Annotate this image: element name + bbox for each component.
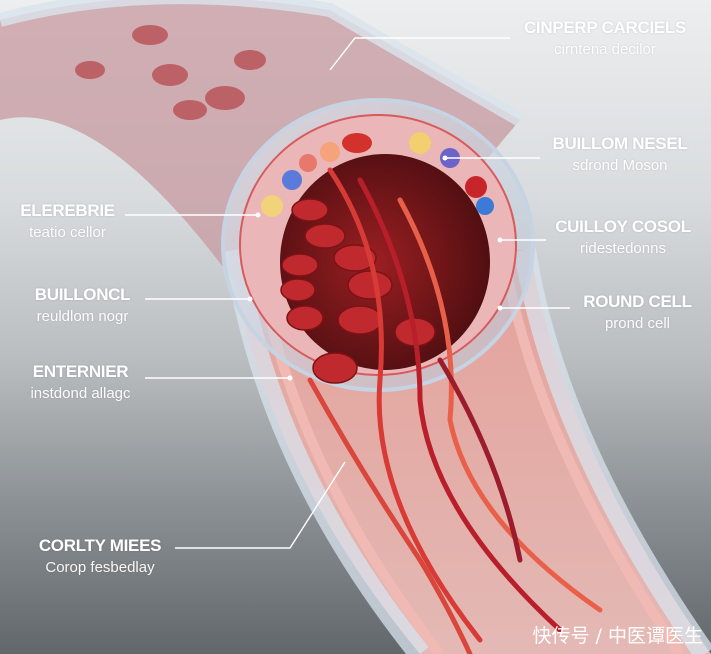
label-title: BUILLOM NESEL (552, 134, 688, 153)
leader-lines (125, 37, 570, 549)
label-left-4: CORLTY MIEES Corop fesbedlay (25, 536, 175, 576)
label-title: CINPERP CARCIELS (523, 18, 687, 37)
wall-cells (261, 132, 494, 217)
label-subtitle: Corop fesbedlay (45, 559, 155, 576)
label-title: ENTERNIER (32, 362, 129, 381)
label-subtitle: prond cell (604, 315, 671, 332)
vessel-fibers (307, 167, 603, 654)
label-right-2: CUILLOY COSOL ridestedonns (548, 217, 698, 257)
label-left-3: ENTERNIER instdond allagc (18, 362, 143, 402)
blood-cells (280, 198, 436, 384)
label-title: CUILLOY COSOL (555, 217, 691, 236)
label-subtitle: cirntena decilor (554, 41, 656, 58)
watermark: 快传号 / 中医谭医生 (532, 625, 703, 647)
label-title: ROUND CELL (583, 292, 692, 311)
label-right-3: ROUND CELL prond cell (575, 292, 700, 332)
label-top-right: CINPERP CARCIELS cirntena decilor (515, 18, 695, 58)
label-title: BUILLONCL (34, 285, 131, 304)
label-title: ELEREBRIE (20, 201, 115, 220)
label-subtitle: reuldlom nogr (36, 308, 129, 325)
label-subtitle: ridestedonns (580, 240, 666, 257)
label-subtitle: instdond allagc (30, 385, 131, 402)
label-title: CORLTY MIEES (38, 536, 162, 555)
label-left-2: BUILLONCL reuldlom nogr (20, 285, 145, 325)
lumen (280, 154, 490, 370)
label-right-1: BUILLOM NESEL sdrond Moson (545, 134, 695, 174)
label-left-1: ELEREBRIE teatio cellor (10, 201, 125, 241)
upper-blood-cells (75, 25, 266, 120)
label-subtitle: sdrond Moson (572, 157, 668, 174)
label-subtitle: teatio cellor (29, 224, 106, 241)
